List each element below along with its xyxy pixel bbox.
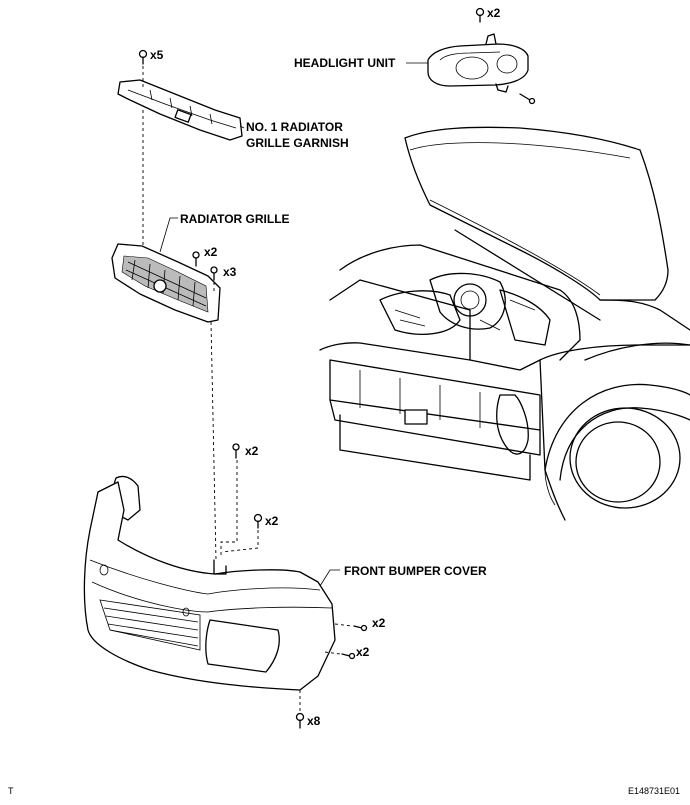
radiator-grille-label: RADIATOR GRILLE bbox=[180, 212, 290, 226]
radiator-grille-drawing bbox=[111, 243, 221, 323]
clip-icon bbox=[210, 266, 218, 281]
bumper-screw-quantity-lower: x2 bbox=[356, 645, 370, 659]
grille-bolt-quantity: x2 bbox=[204, 245, 218, 259]
bolt-icon bbox=[295, 712, 305, 729]
bumper-bottom-bolt-quantity: x8 bbox=[307, 714, 321, 728]
front-bumper-cover-label: FRONT BUMPER COVER bbox=[344, 564, 487, 578]
grille-clip-quantity: x3 bbox=[223, 265, 237, 279]
bolt-icon bbox=[475, 7, 485, 23]
bumper-bolt-quantity: x2 bbox=[245, 444, 259, 458]
headlight-bolt-quantity: x2 bbox=[487, 6, 501, 20]
bolt-icon bbox=[232, 443, 240, 459]
front-bumper-cover-drawing bbox=[83, 443, 368, 729]
radiator-grille-garnish-label-line1: NO. 1 RADIATOR bbox=[246, 120, 343, 134]
headlight-unit-label: HEADLIGHT UNIT bbox=[294, 56, 396, 70]
figure-code: E148731E01 bbox=[628, 786, 681, 796]
screw-icon bbox=[341, 652, 356, 660]
screw-icon bbox=[353, 624, 368, 632]
bumper-clip-quantity: x2 bbox=[265, 514, 279, 528]
headlight-unit-drawing bbox=[427, 7, 536, 105]
bumper-screw-quantity-upper: x2 bbox=[372, 616, 386, 630]
clip-icon bbox=[253, 513, 263, 529]
vehicle-front-illustration bbox=[319, 126, 690, 521]
clip-icon bbox=[138, 49, 148, 65]
radiator-grille-garnish-drawing bbox=[117, 49, 243, 141]
corner-mark: T bbox=[8, 786, 14, 796]
garnish-clip-quantity: x5 bbox=[150, 48, 164, 62]
bolt-icon bbox=[192, 251, 200, 267]
radiator-grille-garnish-label-line2: GRILLE GARNISH bbox=[246, 136, 349, 150]
